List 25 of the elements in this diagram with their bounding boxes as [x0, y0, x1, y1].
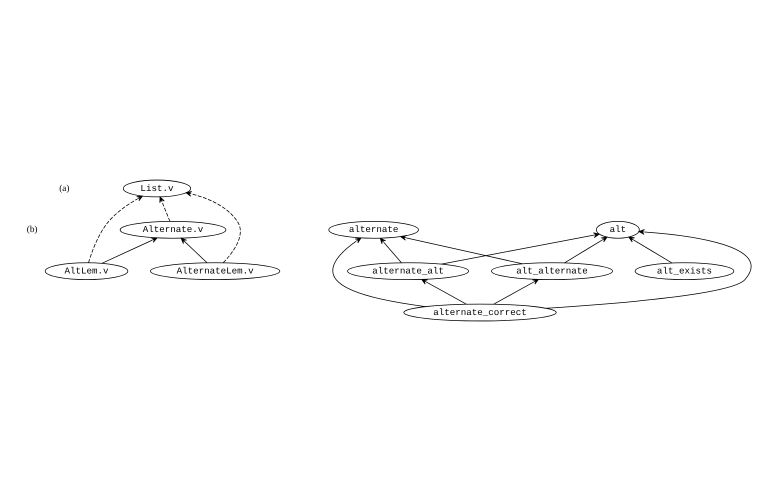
arrow	[88, 195, 143, 263]
arrow	[332, 237, 426, 306]
arrow	[546, 228, 752, 308]
arrow	[380, 237, 402, 263]
arrow	[102, 237, 158, 264]
arrow	[186, 190, 241, 263]
arrow	[564, 236, 608, 263]
node-ellipse: alternate	[328, 220, 419, 238]
node-ellipse: alt_exists	[634, 262, 734, 280]
node-ellipse: AltLem.v	[44, 262, 128, 280]
arrow	[421, 278, 467, 304]
node-ellipse: alternate_correct	[403, 303, 557, 321]
node-ellipse: alternate_alt	[347, 262, 469, 280]
node-ellipse: Alternate.v	[120, 220, 226, 238]
node-ellipse: alt_alternate	[491, 262, 613, 280]
arrow	[159, 196, 170, 222]
arrow	[494, 278, 539, 304]
node-ellipse: alt	[596, 220, 640, 238]
arrow	[400, 234, 523, 264]
label: (a)	[59, 182, 70, 192]
arrow	[628, 236, 672, 263]
label: (b)	[26, 224, 38, 234]
node-ellipse: AlternateLem.v	[150, 262, 280, 280]
arrow	[180, 237, 208, 263]
arrow	[440, 232, 600, 264]
